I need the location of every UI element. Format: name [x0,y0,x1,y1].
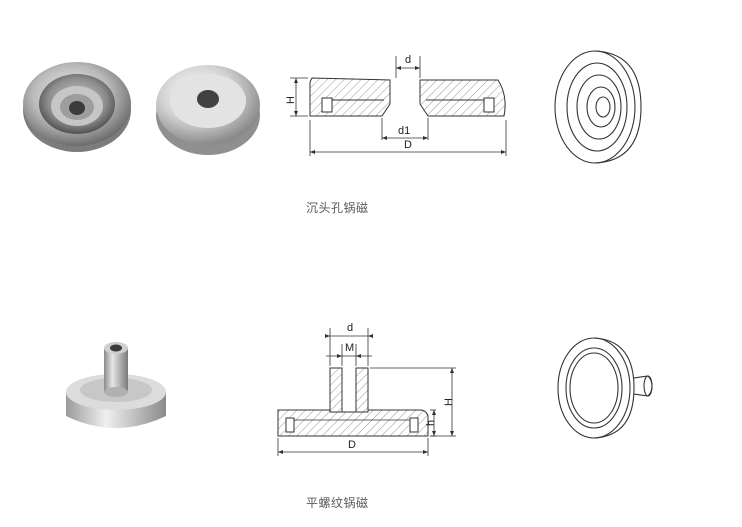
threaded-magnet-sketch [557,337,653,439]
dim-label-d1: d1 [398,125,410,137]
section-caption-countersunk: 沉头孔锅磁 [306,201,369,215]
countersunk-section-drawing: d d1 D H [285,54,507,156]
countersunk-magnet-photo-back [156,65,260,155]
dim-label-D: D [348,439,356,451]
dim-label-M: M [345,342,354,354]
dim-label-D: D [404,139,412,151]
threaded-section-drawing: d M D h H [277,322,456,456]
dim-label-d: d [405,54,411,66]
countersunk-magnet-sketch [554,50,642,164]
dim-label-H: H [443,398,455,406]
dim-label-d: d [347,322,353,334]
dim-label-h: h [425,420,437,426]
dim-label-H: H [285,96,297,104]
countersunk-magnet-photo-front [23,62,131,152]
threaded-magnet-photo [66,342,166,428]
section-caption-threaded: 平螺纹锅磁 [306,496,369,510]
